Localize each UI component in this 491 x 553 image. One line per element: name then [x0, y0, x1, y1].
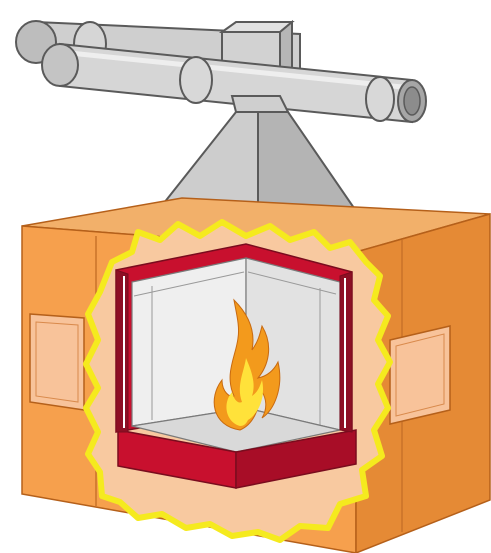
extraction-hood-icon: [158, 95, 356, 224]
burn-chamber: [115, 243, 357, 489]
left-side-panel: [29, 313, 85, 411]
right-side-panel: [389, 325, 451, 425]
hood-top-neck: [230, 95, 290, 113]
duct-front-collar-2: [365, 76, 395, 122]
chamber-wall-detail-right: [247, 271, 337, 428]
fire-icon: [213, 298, 281, 431]
flame-inner: [226, 358, 264, 426]
duct-front-start-cap: [41, 43, 79, 87]
frame-post-left: [115, 269, 129, 433]
duct-front-opening: [403, 86, 421, 116]
chamber-wall-detail-left: [133, 271, 245, 420]
right-side-panel-inner: [395, 333, 445, 417]
left-side-panel-inner: [35, 321, 79, 403]
duct-front-collar-1: [179, 56, 213, 104]
exhaust-duct-icon: [15, 19, 427, 124]
duct-front-highlight: [59, 49, 413, 91]
hearth-front-right: [235, 429, 357, 489]
